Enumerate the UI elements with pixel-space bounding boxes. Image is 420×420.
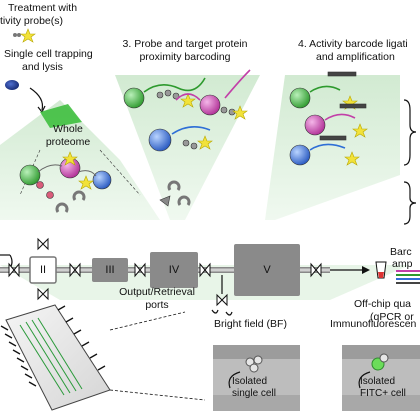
bf-title: Bright field (BF)	[214, 318, 287, 330]
step3-title-line1: 3. Probe and target protein	[122, 38, 248, 50]
whole-proteome-cluster	[19, 149, 141, 213]
offchip-label-line2: (qPCR or	[370, 311, 414, 323]
output-arrow	[330, 266, 370, 274]
bf-image	[213, 345, 300, 411]
valve-icons	[8, 237, 322, 307]
ports-callout-lines	[109, 311, 206, 401]
step4-title-line1: 4. Activity barcode ligati	[298, 38, 408, 50]
chamber-iii	[92, 258, 128, 282]
tube-icon	[375, 261, 387, 279]
probe-legend-icon	[13, 28, 36, 43]
trapped-cell-icon	[5, 80, 46, 114]
if-caption-line2: FITC+ cell	[360, 388, 406, 399]
step1-title-line2: and lysis	[22, 61, 63, 73]
step4-title-line2: and amplification	[316, 51, 395, 63]
bf-caption-line2: single cell	[232, 388, 276, 399]
amplicon-bars	[396, 270, 420, 284]
step4-beam	[265, 75, 400, 220]
chamber-v-label: V	[263, 264, 271, 276]
bf-caption-line1: Isolated	[232, 376, 268, 387]
whole-proteome-label-line1: Whole	[53, 123, 83, 135]
ports-label-line1: Output/Retrieval	[119, 286, 195, 298]
barcode-label-line1: Barc	[390, 246, 412, 258]
step3-probe-constructs	[123, 69, 251, 207]
step3-title-line2: proximity barcoding	[139, 51, 231, 63]
treatment-label-line1: Treatment with	[8, 2, 78, 14]
barcode-label-line2: amp	[392, 258, 413, 270]
step1-title-line1: Single cell trapping	[4, 48, 93, 60]
chamber-iii-label: III	[105, 264, 115, 276]
if-caption-line1: Isolated	[360, 376, 396, 387]
step4-barcoded-constructs	[289, 71, 368, 166]
if-image	[342, 345, 420, 411]
offchip-label-line1: Off-chip qua	[354, 298, 412, 310]
chamber-v	[234, 244, 300, 296]
chamber-ii	[29, 256, 57, 284]
whole-proteome-label-line2: proteome	[45, 136, 91, 148]
lysis-chamber-icon	[40, 104, 82, 128]
chamber-ii-label: II	[39, 264, 47, 276]
ports-label-line2: ports	[145, 299, 169, 311]
step1-beam	[0, 100, 160, 220]
side-outlet	[211, 275, 233, 316]
chamber-iv	[150, 252, 198, 288]
result-braces	[403, 99, 417, 225]
if-title: Immunofluorescen	[330, 318, 417, 330]
chamber-iv-label: IV	[168, 264, 180, 276]
treatment-label-line2: tivity probe(s)	[0, 15, 64, 27]
chip-device	[0, 304, 111, 411]
